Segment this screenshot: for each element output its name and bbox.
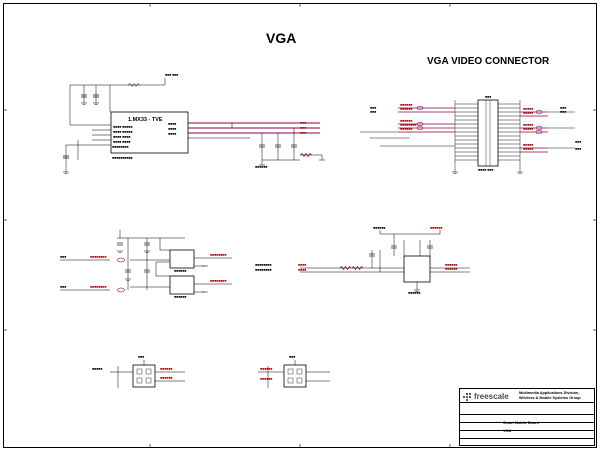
esd-chip-2 — [283, 364, 307, 388]
svg-text:■■■■■: ■■■■■ — [523, 123, 533, 127]
shifter-chip-body — [403, 255, 431, 283]
svg-text:■■■: ■■■ — [138, 355, 144, 359]
svg-text:■■■■■■■■: ■■■■■■■■ — [210, 279, 226, 283]
svg-text:■■■■■■: ■■■■■■ — [260, 377, 272, 381]
svg-text:■■■■■■: ■■■■■■ — [160, 376, 172, 380]
svg-text:■■■: ■■■ — [300, 121, 306, 125]
svg-text:■■■■■■: ■■■■■■ — [445, 267, 457, 271]
svg-text:■■■■■■■■: ■■■■■■■■ — [255, 268, 271, 272]
svg-text:■■■■■■: ■■■■■■ — [400, 119, 412, 123]
svg-text:■■■: ■■■ — [300, 126, 306, 130]
company-logo: freescale — [463, 392, 509, 401]
svg-text:■■■■ ■■■: ■■■■ ■■■ — [478, 168, 493, 172]
svg-text:■■■■■■■■■■: ■■■■■■■■■■ — [112, 156, 132, 160]
svg-text:■■■■ ■■■■: ■■■■ ■■■■ — [113, 140, 130, 144]
svg-text:■■■: ■■■ — [370, 110, 376, 114]
svg-text:■■■: ■■■ — [560, 106, 566, 110]
svg-text:■■■■ ■■■■■: ■■■■ ■■■■■ — [113, 130, 132, 134]
svg-text:■■■: ■■■ — [60, 255, 66, 259]
svg-text:■■■■■■: ■■■■■■ — [174, 269, 186, 273]
svg-text:■■■■■■■■: ■■■■■■■■ — [90, 285, 106, 289]
svg-text:■■■: ■■■ — [560, 110, 566, 114]
ddc-level-shifter-block: ■■■■■■ ■■■■■■ ■■■■ ■■■■ ■■■■■■ ■■■■■■■■ … — [255, 226, 470, 295]
ground-symbol-icon — [414, 289, 420, 292]
vga-connector-block: ■■■■■■ ■■■■■■ ■■■■■■ ■■■ ■■■■ ■■■ ■■■■■■… — [360, 95, 581, 174]
board-name: Smart Mobile Board — [503, 421, 539, 425]
svg-text:■■■■■: ■■■■■ — [523, 143, 533, 147]
tve-chip-label: 1.MX33 - TVE — [128, 117, 163, 123]
svg-text:■■■■■■: ■■■■■■ — [160, 367, 172, 371]
svg-text:■■■■: ■■■■ — [298, 263, 306, 267]
svg-text:■■■: ■■■ — [60, 285, 66, 289]
svg-text:■■■■■■■■: ■■■■■■■■ — [90, 255, 106, 259]
esd-protection-block-1: ■■■■■■■■■■■■ ■■■■■■■■ — [92, 355, 185, 388]
svg-text:■■■■■: ■■■■■ — [92, 367, 102, 371]
division-name: Multimedia Applications Division, Wirele… — [519, 391, 593, 401]
svg-text:■■■■ ■■■■■: ■■■■ ■■■■■ — [113, 125, 132, 129]
resistor-icon — [127, 83, 141, 87]
svg-text:■■■■: ■■■■ — [168, 127, 176, 131]
svg-text:■■■■■■■■: ■■■■■■■■ — [255, 263, 271, 267]
svg-text:■■■■: ■■■■ — [168, 132, 176, 136]
ferrite-bead-icon — [299, 152, 313, 158]
connector-body — [477, 99, 499, 167]
svg-text:■■■■■: ■■■■■ — [523, 147, 533, 151]
svg-text:■■■■■■: ■■■■■■ — [255, 165, 267, 169]
ground-symbol-icon — [117, 250, 208, 293]
sync-buffer-block: ■■■■■■■■ ■■■■■■■■ ■■■■■■■■ ■■■■■■■■ ■■■ … — [60, 230, 232, 299]
freescale-logo-icon — [463, 392, 472, 401]
svg-text:■■■■■■: ■■■■■■ — [430, 226, 442, 230]
ground-symbol-icon — [63, 102, 99, 174]
tve-chip-body — [110, 111, 189, 154]
svg-text:■■■■■■: ■■■■■■ — [174, 295, 186, 299]
svg-text:■■■■■■: ■■■■■■ — [408, 291, 420, 295]
svg-text:■■■■■■■■: ■■■■■■■■ — [210, 253, 226, 257]
svg-text:■■■: ■■■ — [370, 106, 376, 110]
svg-text:■■■■■■: ■■■■■■ — [400, 107, 412, 111]
division-line-1: Multimedia Applications Division, — [519, 391, 580, 395]
ground-symbol-icon — [452, 171, 523, 174]
svg-text:■■■■ ■■■■: ■■■■ ■■■■ — [113, 135, 130, 139]
buffer-u1-body — [169, 249, 195, 269]
svg-text:■■■■■: ■■■■■ — [523, 111, 533, 115]
tve-dac-block: 1.MX33 - TVE — [63, 73, 325, 174]
svg-text:■■■■■■: ■■■■■■ — [445, 263, 457, 267]
svg-text:■■■: ■■■ — [289, 355, 295, 359]
svg-text:■■■: ■■■ — [300, 131, 306, 135]
svg-text:■■■ ■■■: ■■■ ■■■ — [165, 73, 178, 77]
svg-text:■■■■■: ■■■■■ — [523, 107, 533, 111]
division-line-2: Wireless & Mobile Systems Group — [519, 396, 581, 400]
vga-connector-title: VGA VIDEO CONNECTOR — [427, 56, 550, 67]
svg-text:■■■■■: ■■■■■ — [523, 127, 533, 131]
resistor-icon — [351, 265, 364, 271]
svg-text:■■■■■■■■: ■■■■■■■■ — [112, 145, 128, 149]
svg-text:■■■■■■: ■■■■■■ — [400, 103, 412, 107]
esd-protection-block-2: ■■■■■■ ■■■■■■ ■■■ — [258, 355, 330, 388]
buffer-u2-body — [169, 275, 195, 295]
svg-text:■■■■■■: ■■■■■■ — [400, 127, 412, 131]
svg-text:■■■■■■: ■■■■■■ — [373, 226, 385, 230]
title-block — [459, 388, 595, 446]
page-title: VGA — [266, 30, 297, 46]
esd-chip-1 — [132, 364, 156, 388]
svg-text:■■■■: ■■■■ — [168, 122, 176, 126]
resistor-icon — [339, 265, 352, 271]
company-name: freescale — [474, 392, 509, 401]
svg-text:■■■■■■: ■■■■■■ — [260, 367, 272, 371]
svg-text:■■■: ■■■ — [575, 147, 581, 151]
svg-text:■■■■: ■■■■ — [298, 268, 306, 272]
sheet-name: VGA — [503, 429, 512, 433]
svg-text:■■■: ■■■ — [485, 95, 491, 99]
border-ticks — [3, 3, 597, 448]
svg-text:■■■: ■■■ — [575, 140, 581, 144]
svg-text:■■■■■■■■: ■■■■■■■■ — [400, 123, 416, 127]
